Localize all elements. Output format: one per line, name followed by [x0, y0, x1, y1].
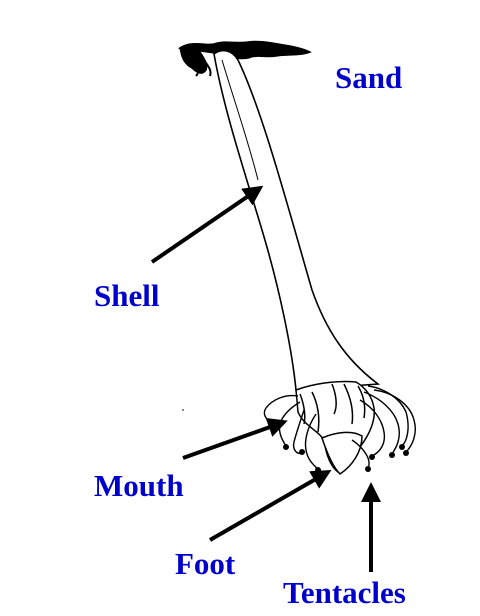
shell-outline: [213, 49, 381, 391]
sand-label: Sand: [335, 60, 403, 95]
shell-arrow: [150, 185, 264, 264]
tentacles: [263, 385, 416, 471]
foot-label: Foot: [175, 546, 236, 581]
sand-surface: [177, 40, 312, 77]
mouth-arrow: [182, 417, 288, 460]
tentacles-label: Tentacles: [283, 575, 406, 610]
speck: [182, 409, 184, 411]
foot-shape: [321, 431, 363, 475]
animal-body: [295, 380, 375, 475]
shell-label: Shell: [94, 278, 160, 313]
foot-arrow: [209, 470, 332, 542]
mouth-label: Mouth: [94, 468, 184, 503]
